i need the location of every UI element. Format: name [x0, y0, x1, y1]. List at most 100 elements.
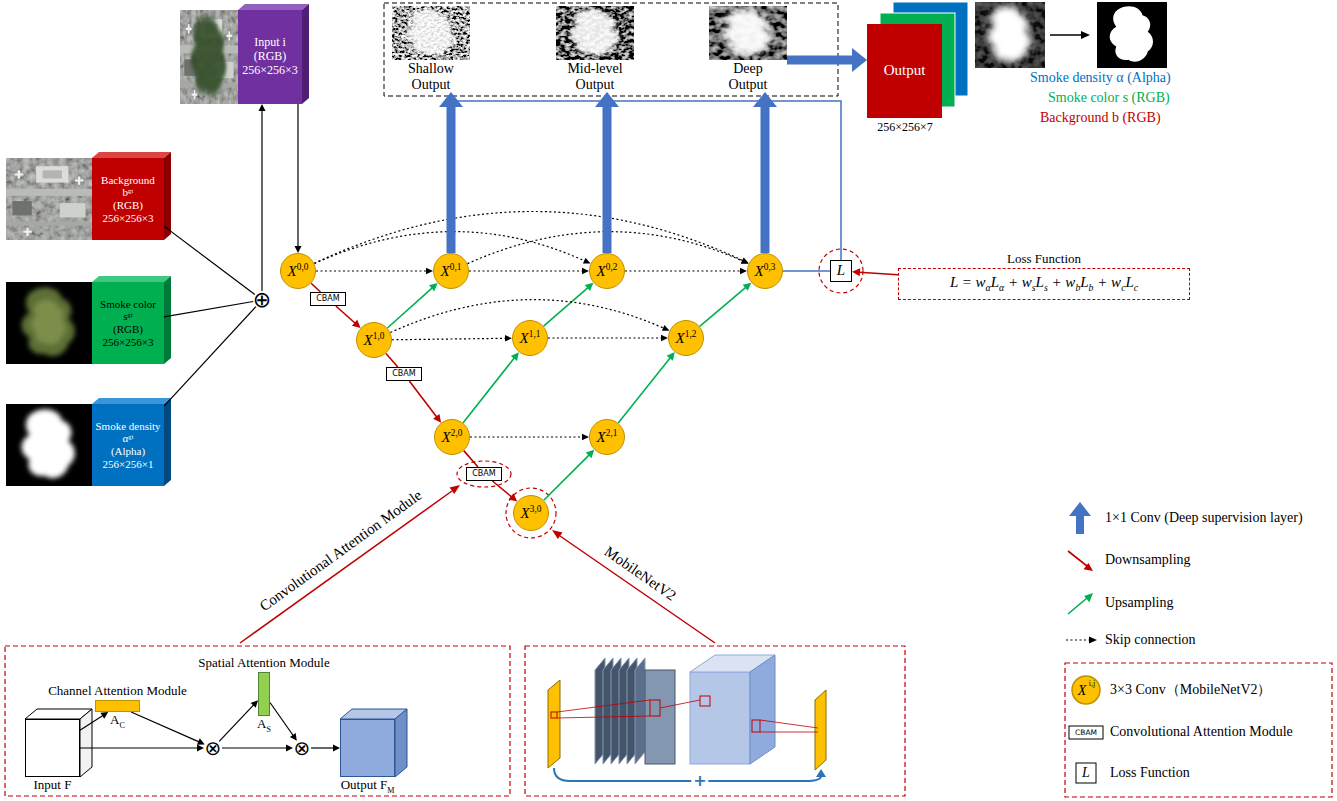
connector: [392, 335, 512, 341]
connector: [314, 211, 748, 263]
label-text: X: [1078, 683, 1087, 699]
arrow-head: [251, 700, 258, 707]
arrow-head: [505, 335, 512, 341]
cube-face: [80, 709, 92, 777]
subscript: c: [1121, 282, 1125, 293]
connector: [463, 352, 519, 423]
art-use: [191, 16, 227, 95]
connector-line: [618, 358, 670, 423]
node-content: X2,0: [435, 420, 469, 454]
node-text: Mid-level Output: [567, 61, 622, 91]
art-line: [1068, 598, 1087, 614]
art-rect: [1065, 663, 1332, 797]
connector-line: [700, 287, 746, 326]
node-text: Shallow Output: [408, 61, 454, 91]
art-rect: [6, 404, 92, 486]
art-use: [22, 287, 75, 356]
background-image: [6, 158, 92, 240]
caption-line: Output FM: [341, 778, 395, 795]
art-rect: [556, 6, 634, 60]
node-text: (Alpha): [111, 445, 145, 457]
text-line: X1,0: [364, 331, 385, 349]
art-rect: [1069, 726, 1103, 739]
arrow-head: [439, 92, 463, 107]
cbam-box: CBAM: [386, 367, 422, 381]
outputs-frame: [384, 3, 838, 96]
arrow-head: [585, 283, 594, 291]
conv-node: X1,0: [356, 322, 392, 358]
art-rect: [690, 672, 750, 764]
text-line: Deep Output: [716, 61, 780, 92]
node-content: CBAM: [311, 293, 345, 305]
output-feature-cube: Output FM: [340, 719, 395, 777]
text-line: X3,0: [521, 504, 542, 522]
connector-line: [80, 715, 103, 730]
text-line: CBAM: [316, 294, 339, 303]
legend-text: Upsampling: [1105, 595, 1173, 611]
art-line: [557, 700, 650, 712]
art-path: [554, 768, 821, 781]
label-text: Smoke color s (RGB): [1048, 90, 1170, 106]
connector-line: [787, 56, 854, 65]
conv-node: X0,0: [280, 253, 316, 289]
subscript-text: C: [120, 721, 125, 730]
legend-text: Convolutional Attention Module: [1110, 724, 1293, 740]
arrow-head: [753, 92, 777, 107]
connector-line: [469, 270, 583, 271]
text-line: X0,1: [441, 262, 462, 280]
cbam-detail-frame: [5, 646, 510, 796]
connector-line: [164, 226, 255, 294]
smoke-color-box: Smoke colorsᵍᵗ(RGB)256×256×3: [92, 282, 164, 364]
connector: [618, 352, 675, 423]
art-use: [31, 300, 66, 345]
connector-line: [470, 436, 583, 437]
text-line: CBAM: [392, 369, 415, 378]
legend-text: Skip connection: [1105, 632, 1196, 648]
node-content: [259, 673, 269, 715]
node-text: X: [755, 263, 764, 279]
art-rect: [1097, 2, 1167, 68]
connector-line: [164, 307, 256, 406]
connector-line: [409, 381, 436, 417]
arrow-head: [662, 325, 670, 331]
text-line: L: [837, 262, 845, 279]
arrow-head: [583, 258, 591, 264]
subscript: b: [1075, 282, 1080, 293]
connector: [80, 712, 108, 730]
subscript-text: S: [266, 725, 270, 734]
connector-line: [603, 106, 612, 254]
art-rect: [975, 2, 1045, 68]
arrow-head: [426, 268, 433, 274]
node-content: X1,1: [513, 321, 547, 355]
arrow-head: [852, 48, 867, 72]
art-polygon: [750, 655, 775, 764]
connector: [544, 450, 595, 501]
node-content: ⊗: [293, 739, 311, 757]
caption-text: A: [110, 712, 119, 727]
arrow-head: [352, 320, 361, 328]
art-use: [988, 6, 1031, 61]
text-line: CBAM: [472, 469, 495, 478]
connector: [387, 283, 437, 328]
text-line: sᵍᵗ: [123, 310, 133, 323]
superscript-text: 2,1: [606, 428, 618, 438]
superscript-text: 1,1: [529, 329, 541, 339]
text-line: ⊗: [294, 737, 311, 760]
node-text: X: [597, 263, 606, 279]
connector-line: [761, 106, 770, 254]
art-rect: [1076, 763, 1096, 783]
smoke-density-image: [6, 404, 92, 486]
art-polygon: [1084, 593, 1093, 602]
smoke-color-image: [6, 282, 92, 364]
text-line: 256×256×3: [103, 336, 154, 349]
heading-text: Spatial Attention Module: [198, 655, 329, 670]
art-polygon: [1089, 637, 1097, 644]
connector: [409, 381, 441, 423]
node-text: X: [676, 330, 685, 346]
node-text: X: [521, 505, 530, 521]
art-line: [760, 732, 818, 733]
art-line: [1066, 639, 1090, 640]
label-text: +: [691, 772, 708, 790]
conv-node: X1,1: [512, 320, 548, 356]
